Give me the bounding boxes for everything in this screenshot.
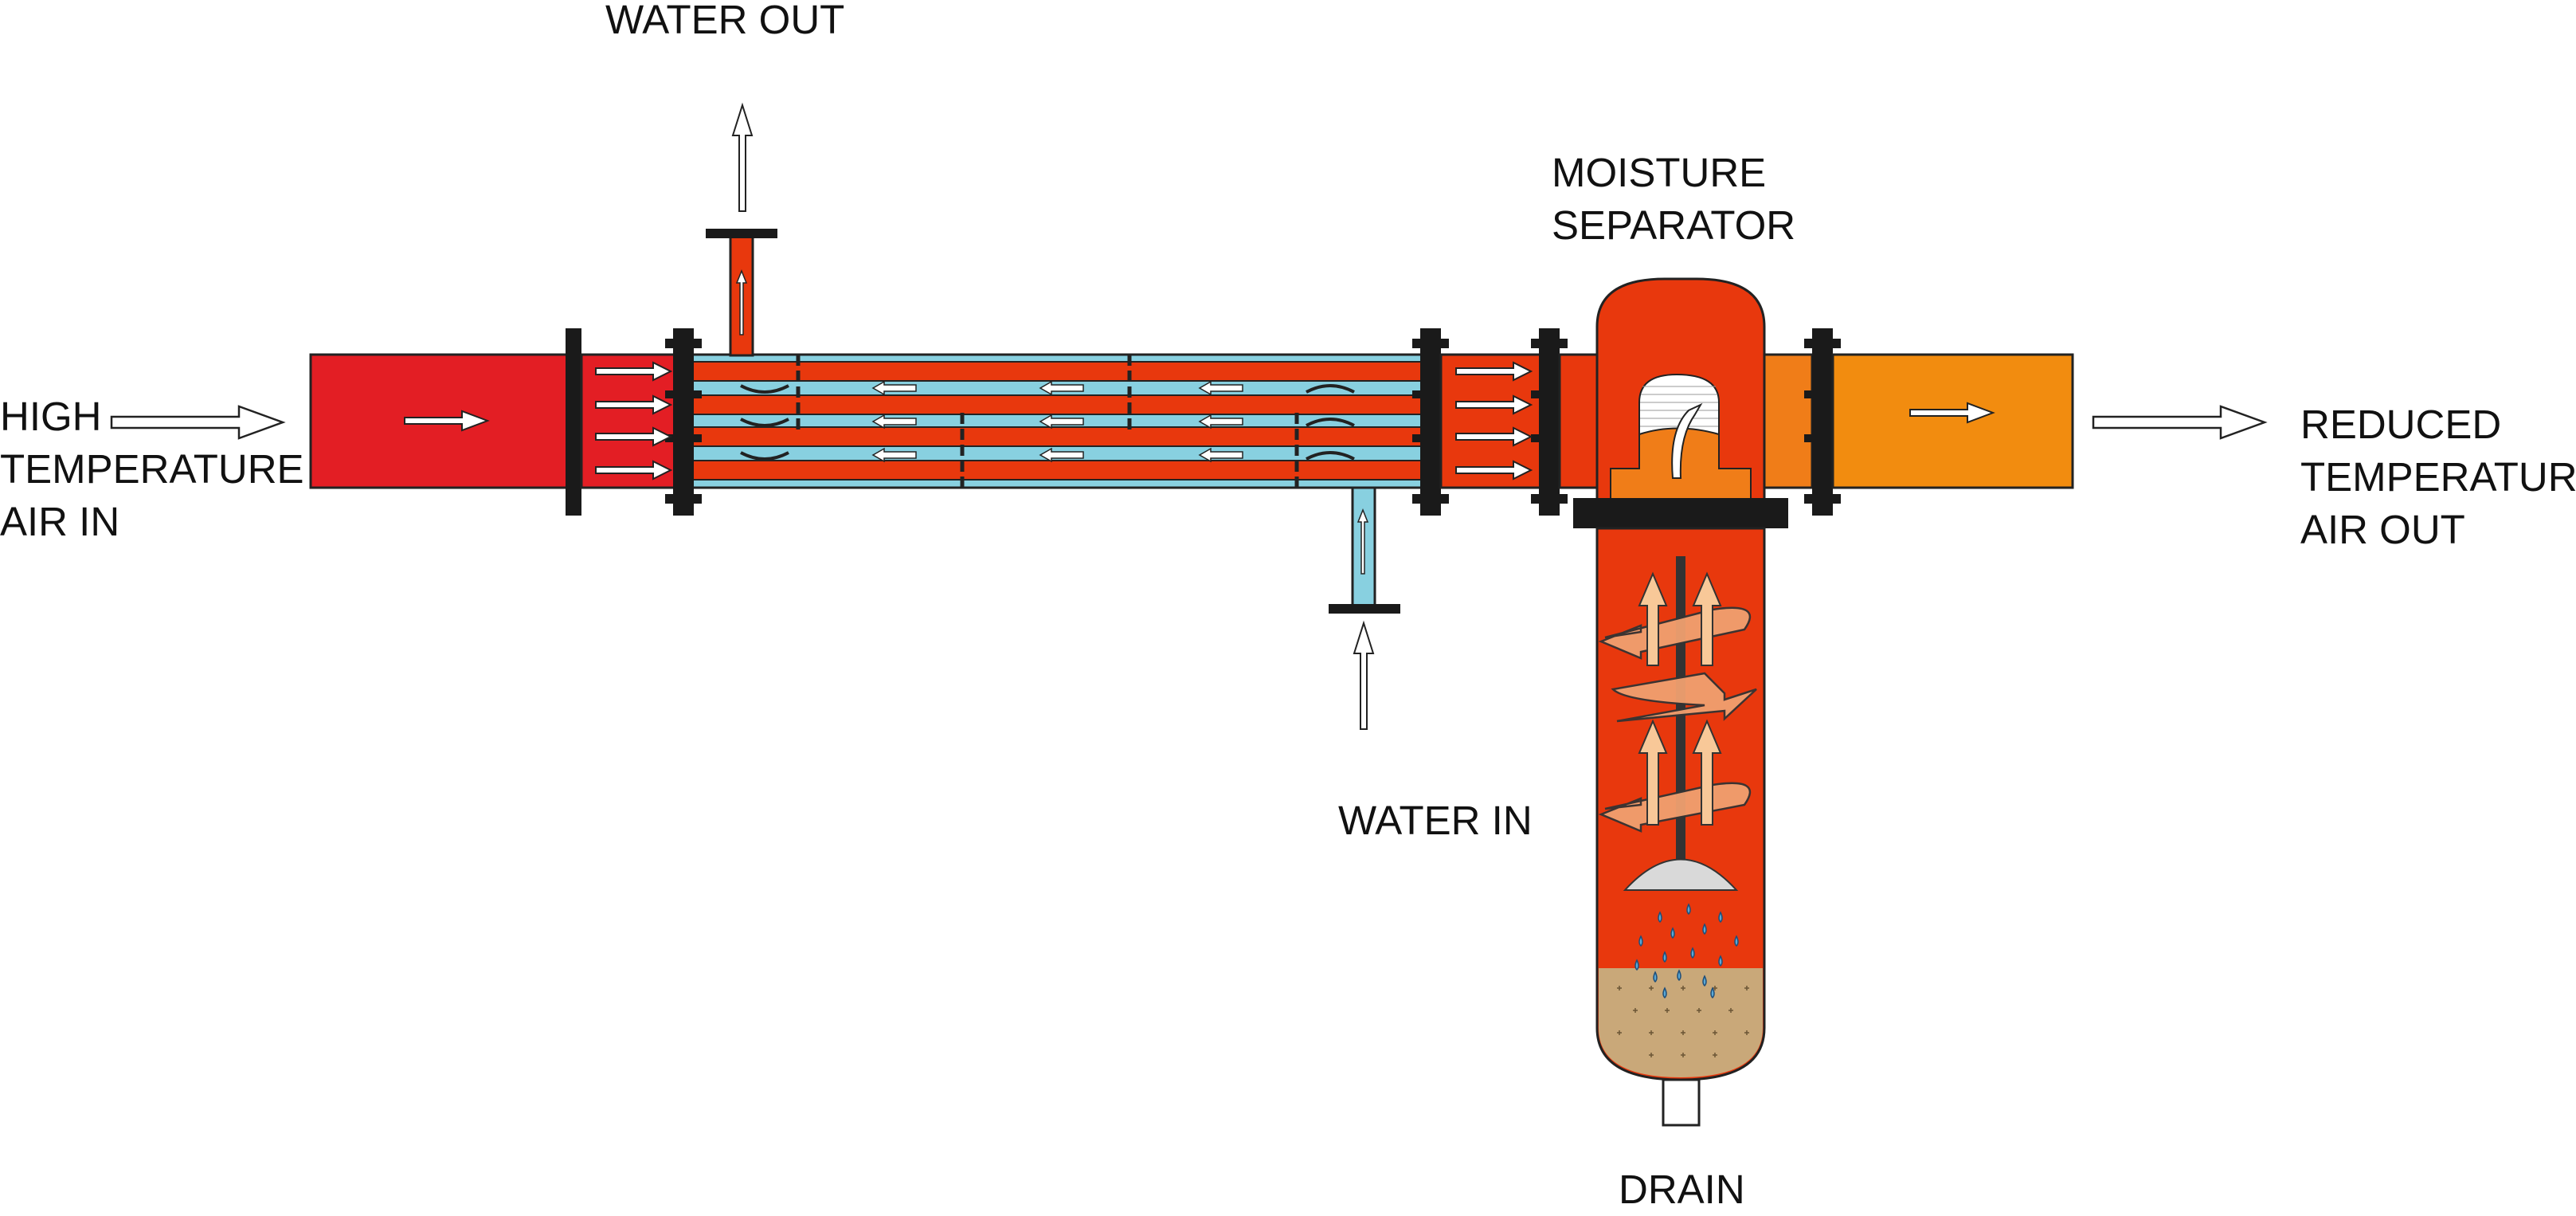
shell-water-arrows: [871, 380, 1243, 463]
sediment: [1599, 968, 1763, 1077]
separator-outlet-flange: [1804, 328, 1841, 516]
moisture-separator-label: MOISTURE SEPARATOR: [1552, 150, 1796, 248]
water-outlet-flange: [706, 229, 777, 238]
water-in-label: WATER IN: [1338, 798, 1533, 843]
water-outlet-nozzle: [729, 234, 754, 357]
drain-label: DRAIN: [1619, 1167, 1745, 1212]
inlet-duct-flow-arrow: [404, 410, 490, 432]
exchanger-baffles: [796, 355, 1299, 488]
water-out-label: WATER OUT: [605, 0, 845, 42]
separator-inlet-stub: [1558, 353, 1601, 489]
air-out-flow-arrow: [2092, 405, 2268, 440]
drain-valve[interactable]: [1662, 1078, 1701, 1127]
sediment-texture: [1617, 986, 1749, 1057]
water-out-inner-arrow: [735, 269, 748, 335]
water-inlet-flange: [1329, 604, 1400, 614]
tube-entry-arrows: [595, 361, 673, 481]
outlet-duct-flow-arrow: [1909, 402, 1995, 424]
upward-flow-arrows: [1638, 571, 1722, 826]
air-out-label: REDUCED TEMPERATURE AIR OUT: [2300, 402, 2576, 552]
water-in-inner-arrow: [1357, 508, 1369, 575]
separator-outlet-stub: [1763, 353, 1814, 489]
separator-element-lines: [1640, 386, 1718, 427]
shell-turn-arrows: [740, 384, 1355, 461]
tube-sheet-flanges: [665, 328, 1449, 516]
exchanger-outlet-plenum: [1439, 353, 1542, 489]
water-in-arrow: [1353, 620, 1375, 730]
air-in-label: HIGH TEMPERATURE AIR IN: [0, 394, 304, 544]
inlet-flange-left: [566, 328, 581, 516]
separator-bowl-clamp: [1573, 498, 1788, 528]
water-droplets: [1634, 903, 1739, 999]
water-out-arrow: [731, 102, 754, 212]
separator-deflector: [1671, 402, 1703, 479]
separator-inlet-flange: [1531, 328, 1568, 516]
exchanger-tubes: [676, 361, 1427, 481]
air-in-flow-arrow: [110, 405, 286, 440]
separator-baffle-disc: [1623, 858, 1739, 891]
tube-exit-arrows: [1455, 361, 1533, 481]
cooled-air-outlet-duct: [1831, 353, 2074, 489]
